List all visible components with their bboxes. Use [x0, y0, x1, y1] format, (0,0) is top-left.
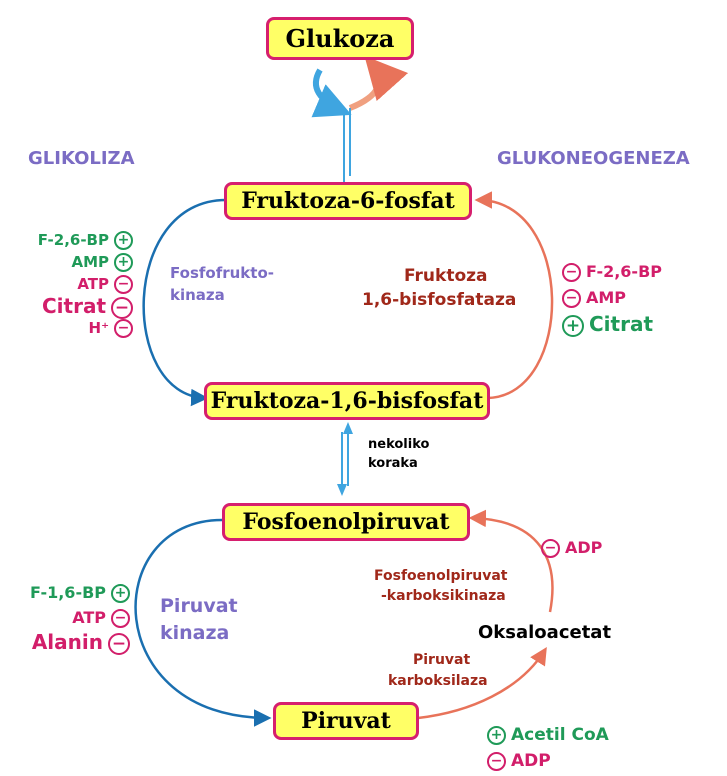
regulator-pfk-2: ATP− [38, 273, 138, 295]
regulator-pk-1: ATP− [30, 605, 135, 630]
regulator-name: F-2,6-BP [586, 262, 662, 281]
pfk-arrow [142, 198, 227, 407]
regulator-pc-1: −ADP [482, 748, 609, 774]
pepck-arrow [468, 509, 554, 613]
enzyme-pepck-line1: Fosfoenolpiruvat [374, 568, 508, 584]
inhibitor-icon: − [108, 632, 130, 655]
inhibitor-icon: − [114, 275, 133, 294]
box-fosfoenolpiruvat: Fosfoenolpiruvat [222, 503, 470, 541]
pc-arrow [417, 647, 547, 720]
pk-arrow [134, 518, 272, 727]
activator-icon: + [111, 584, 130, 603]
regulator-name: ADP [511, 751, 551, 771]
regulator-fbpase-0: −F-2,6-BP [557, 259, 662, 285]
oksaloacetat-label: Oksaloacetat [478, 622, 612, 643]
regulator-pfk-3: Citrat− [38, 294, 138, 319]
regulator-pepck-0: −ADP [536, 536, 602, 560]
glukoneogeneza-title: GLUKONEOGENEZA [497, 148, 690, 169]
box-fruktoza-6-fosfat: Fruktoza-6-fosfat [224, 182, 472, 220]
regulator-name: ATP [72, 608, 106, 627]
enzyme-pfk-line2: kinaza [170, 286, 225, 304]
enzyme-pepck-line2: -karboksikinaza [381, 588, 506, 604]
nekoliko-koraka-line1: nekoliko [368, 437, 430, 452]
glucose-in-arrow [311, 68, 352, 118]
activator-icon: + [114, 253, 133, 272]
enzyme-fbpase-line2: 1,6-bisfosfataza [362, 290, 517, 310]
activator-icon: + [562, 314, 584, 337]
regulator-pc-0: +Acetil CoA [482, 722, 609, 748]
regulator-fbpase-2: +Citrat [557, 311, 662, 337]
regulator-name: ATP [77, 275, 109, 293]
box-fruktoza-1-6-bisfosfat: Fruktoza-1,6-bisfosfat [204, 382, 490, 420]
inhibitor-icon: − [487, 751, 506, 771]
box-glukoza: Glukoza [266, 17, 414, 60]
regulator-name: F-2,6-BP [37, 231, 109, 249]
regulator-pfk-1: AMP + [38, 251, 138, 273]
inhibitor-icon: − [114, 319, 133, 338]
regulator-pfk-4: H⁺− [38, 317, 138, 339]
regulator-pk-2: Alanin− [30, 630, 135, 655]
activator-icon: + [114, 231, 133, 250]
regulator-pfk-0: F-2,6-BP + [38, 229, 138, 251]
glucose-out-arrow [348, 55, 409, 111]
regulator-name: F-1,6-BP [30, 583, 106, 602]
regulator-name: Acetil CoA [511, 725, 609, 745]
regulator-name: Citrat [41, 294, 106, 318]
regulators-pfk: F-2,6-BP+AMP+ATP−Citrat−H⁺− [38, 229, 138, 339]
regulator-name: H⁺ [88, 319, 109, 337]
inhibitor-icon: − [562, 289, 581, 308]
fbpase-arrow [474, 191, 554, 400]
inhibitor-icon: − [111, 296, 133, 319]
regulator-name: AMP [586, 288, 627, 307]
regulator-name: Alanin [31, 630, 103, 654]
glikoliza-title: GLIKOLIZA [28, 148, 135, 169]
activator-icon: + [487, 725, 506, 745]
enzyme-pk-line2: kinaza [160, 622, 230, 644]
enzyme-fbpase-line1: Fruktoza [404, 266, 488, 286]
regulator-name: Citrat [589, 312, 654, 336]
regulator-fbpase-1: −AMP [557, 285, 662, 311]
inhibitor-icon: − [562, 263, 581, 282]
enzyme-pc-line2: karboksilaza [388, 673, 488, 689]
regulators-pk: F-1,6-BP+ATP−Alanin− [30, 580, 135, 655]
regulator-pk-0: F-1,6-BP + [30, 580, 135, 605]
regulator-name: ADP [565, 538, 603, 557]
box-piruvat: Piruvat [273, 702, 419, 740]
nekoliko-koraka-line2: koraka [368, 456, 418, 471]
regulators-fbpase: −F-2,6-BP−AMP+Citrat [557, 259, 662, 337]
enzyme-pfk-line1: Fosfofrukto- [170, 264, 274, 282]
regulators-pepck: −ADP [536, 536, 602, 560]
enzyme-pc-line1: Piruvat [413, 652, 471, 668]
inhibitor-icon: − [111, 609, 130, 628]
inhibitor-icon: − [541, 539, 560, 558]
enzyme-pk-line1: Piruvat [160, 595, 238, 617]
regulators-pc: +Acetil CoA−ADP [482, 722, 609, 774]
regulator-name: AMP [71, 253, 109, 271]
